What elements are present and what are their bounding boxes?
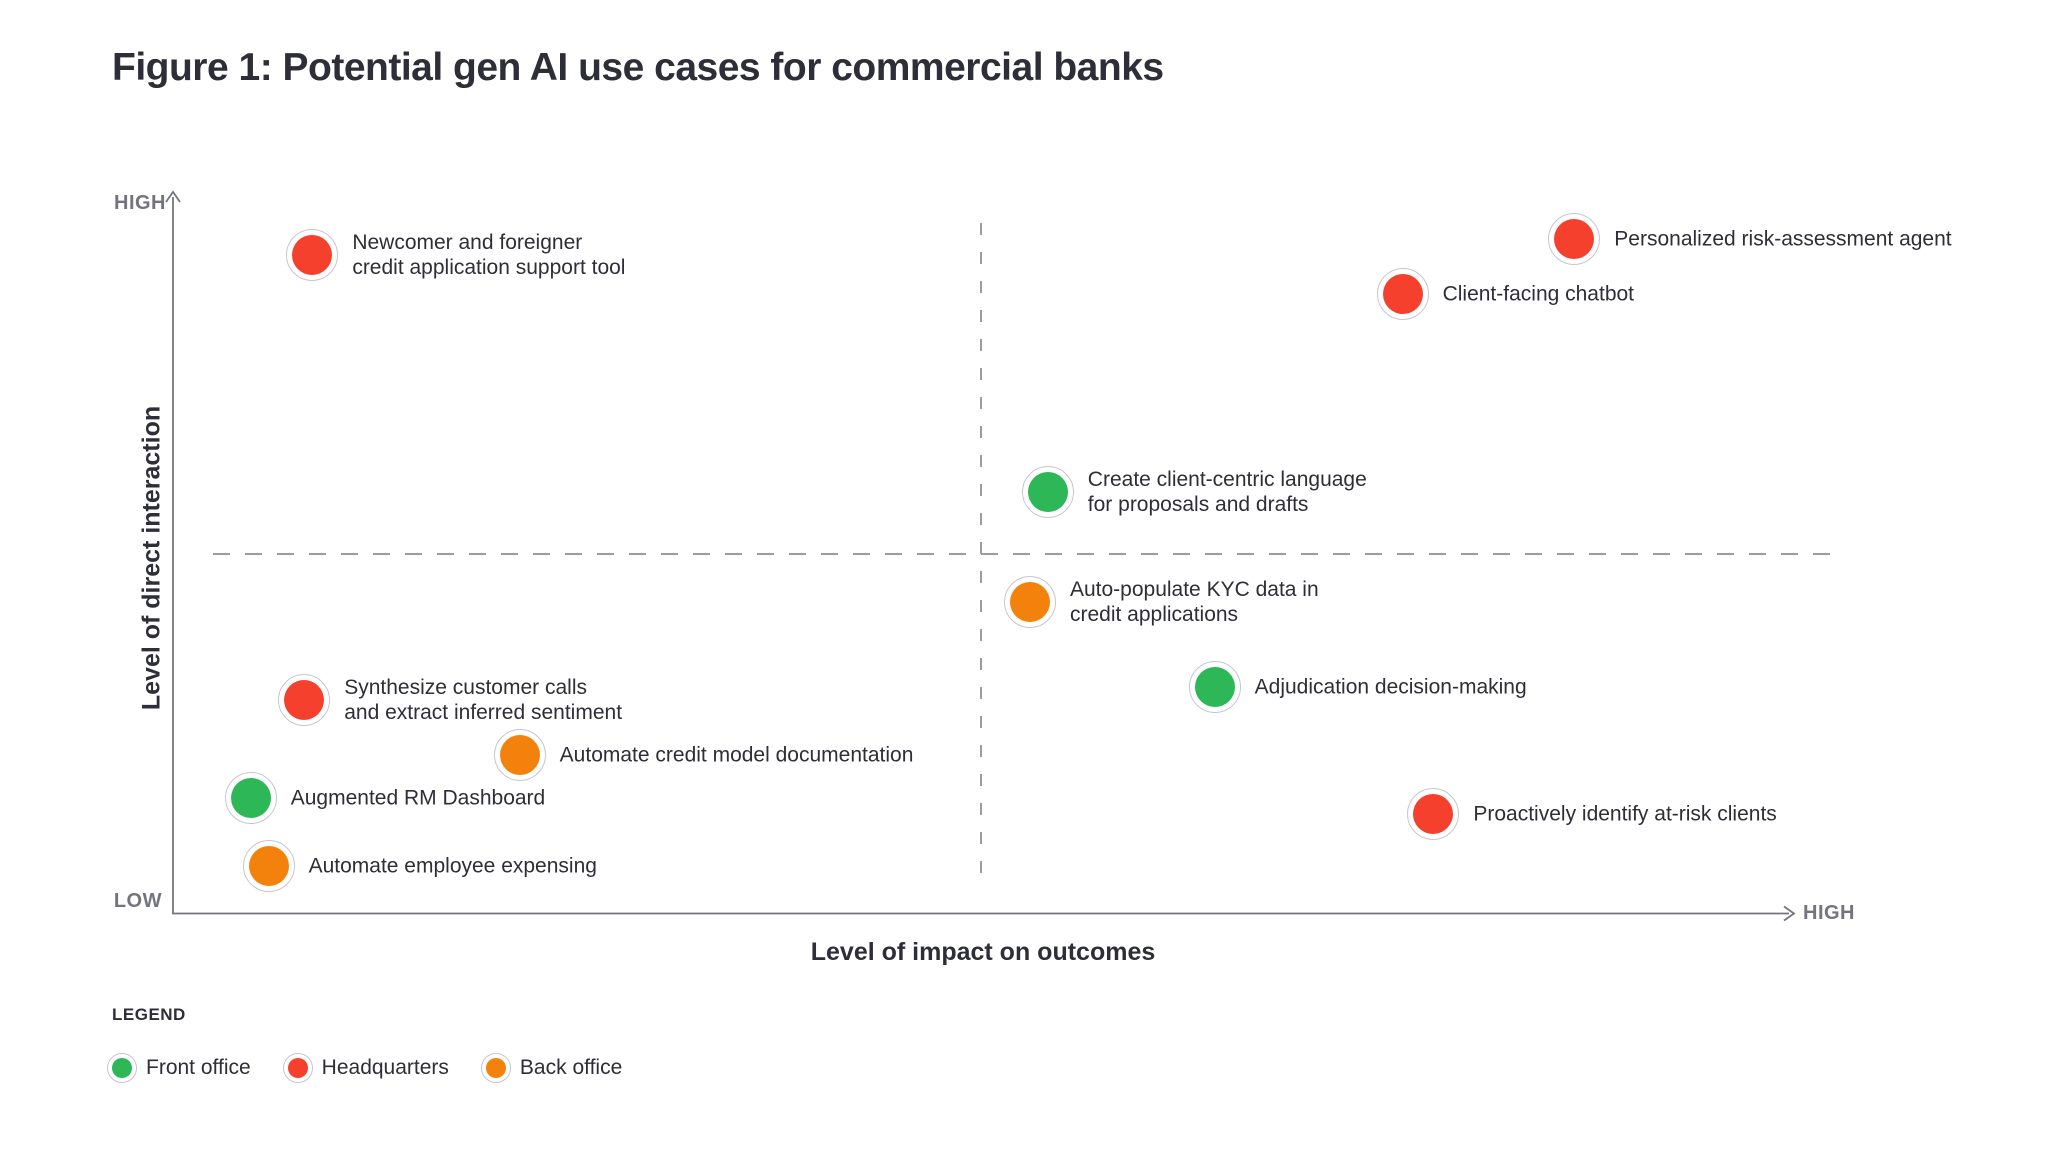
point-marker-headquarters <box>1382 273 1423 314</box>
point-marker-headquarters <box>292 234 333 275</box>
point-ring <box>493 729 546 782</box>
point-label: Automate credit model documentation <box>559 743 914 767</box>
data-point-personalized-risk-agent: Personalized risk-assessment agent <box>1548 213 1952 266</box>
point-label: Auto-populate KYC data in credit applica… <box>1069 577 1319 626</box>
figure-title: Figure 1: Potential gen AI use cases for… <box>112 46 1164 89</box>
data-point-automate-employee-expensing: Automate employee expensing <box>242 840 597 893</box>
point-ring <box>1376 267 1429 320</box>
data-point-newcomer-credit-tool: Newcomer and foreigner credit applicatio… <box>286 228 625 281</box>
data-point-automate-credit-model-doc: Automate credit model documentation <box>493 729 913 782</box>
point-label: Augmented RM Dashboard <box>290 786 546 810</box>
legend-label: Back office <box>519 1056 623 1079</box>
data-point-augmented-rm-dashboard: Augmented RM Dashboard <box>224 771 545 824</box>
x-axis-high-label: HIGH <box>1803 902 1855 924</box>
y-axis-low-label: LOW <box>113 890 162 912</box>
point-label: Adjudication decision-making <box>1254 675 1527 699</box>
legend-marker-ring <box>107 1053 137 1083</box>
point-marker-headquarters <box>1413 793 1454 834</box>
legend-marker-front_office <box>112 1058 132 1078</box>
point-ring <box>286 228 339 281</box>
point-marker-back_office <box>1009 581 1050 622</box>
point-label: Proactively identify at-risk clients <box>1473 802 1777 826</box>
legend-marker-ring <box>282 1053 313 1083</box>
point-label: Personalized risk-assessment agent <box>1614 227 1952 251</box>
legend-label: Headquarters <box>321 1056 449 1079</box>
legend-marker-ring <box>480 1053 511 1083</box>
data-point-client-facing-chatbot: Client-facing chatbot <box>1376 267 1634 320</box>
point-label: Client-facing chatbot <box>1442 282 1635 306</box>
point-ring <box>1548 213 1601 266</box>
y-axis-high-label: HIGH <box>114 192 166 214</box>
legend-heading: LEGEND <box>112 1005 186 1024</box>
legend-label: Front office <box>146 1056 251 1079</box>
point-marker-front_office <box>1194 666 1235 707</box>
point-ring <box>242 840 295 893</box>
x-axis-arrow-icon <box>1783 905 1796 922</box>
point-label: Create client-centric language for propo… <box>1087 467 1367 516</box>
point-ring <box>278 673 331 726</box>
data-point-client-centric-language: Create client-centric language for propo… <box>1021 465 1367 518</box>
x-axis-title: Level of impact on outcomes <box>810 938 1156 966</box>
legend: LEGEND Front office Headquarters Back offi… <box>107 1005 622 1083</box>
y-axis-title: Level of direct interaction <box>137 405 166 711</box>
legend-item-headquarters: Headquarters <box>282 1053 449 1083</box>
legend-marker-back_office <box>485 1058 506 1078</box>
point-ring <box>224 771 277 824</box>
y-axis-arrow-icon <box>165 190 181 203</box>
point-marker-back_office <box>248 846 289 887</box>
legend-item-back_office: Back office <box>480 1053 623 1083</box>
point-marker-front_office <box>1027 471 1068 512</box>
point-marker-headquarters <box>1554 219 1595 260</box>
point-ring <box>1021 465 1074 518</box>
point-marker-back_office <box>499 735 540 776</box>
point-ring <box>1188 660 1241 713</box>
point-label: Automate employee expensing <box>308 854 597 878</box>
point-label: Synthesize customer calls and extract in… <box>344 675 623 724</box>
legend-marker-headquarters <box>287 1058 308 1078</box>
point-marker-headquarters <box>284 679 325 720</box>
point-ring <box>1407 787 1460 840</box>
point-ring <box>1003 575 1056 628</box>
data-point-proactively-identify-at-risk: Proactively identify at-risk clients <box>1407 787 1777 840</box>
point-label: Newcomer and foreigner credit applicatio… <box>352 230 626 279</box>
legend-item-front_office: Front office <box>107 1053 251 1083</box>
data-point-adjudication-decision-making: Adjudication decision-making <box>1188 660 1527 713</box>
legend-row: Front office Headquarters Back office <box>107 1053 622 1083</box>
data-point-auto-populate-kyc: Auto-populate KYC data in credit applica… <box>1003 575 1319 628</box>
data-point-synthesize-customer-calls: Synthesize customer calls and extract in… <box>278 673 622 726</box>
point-marker-front_office <box>230 777 271 818</box>
